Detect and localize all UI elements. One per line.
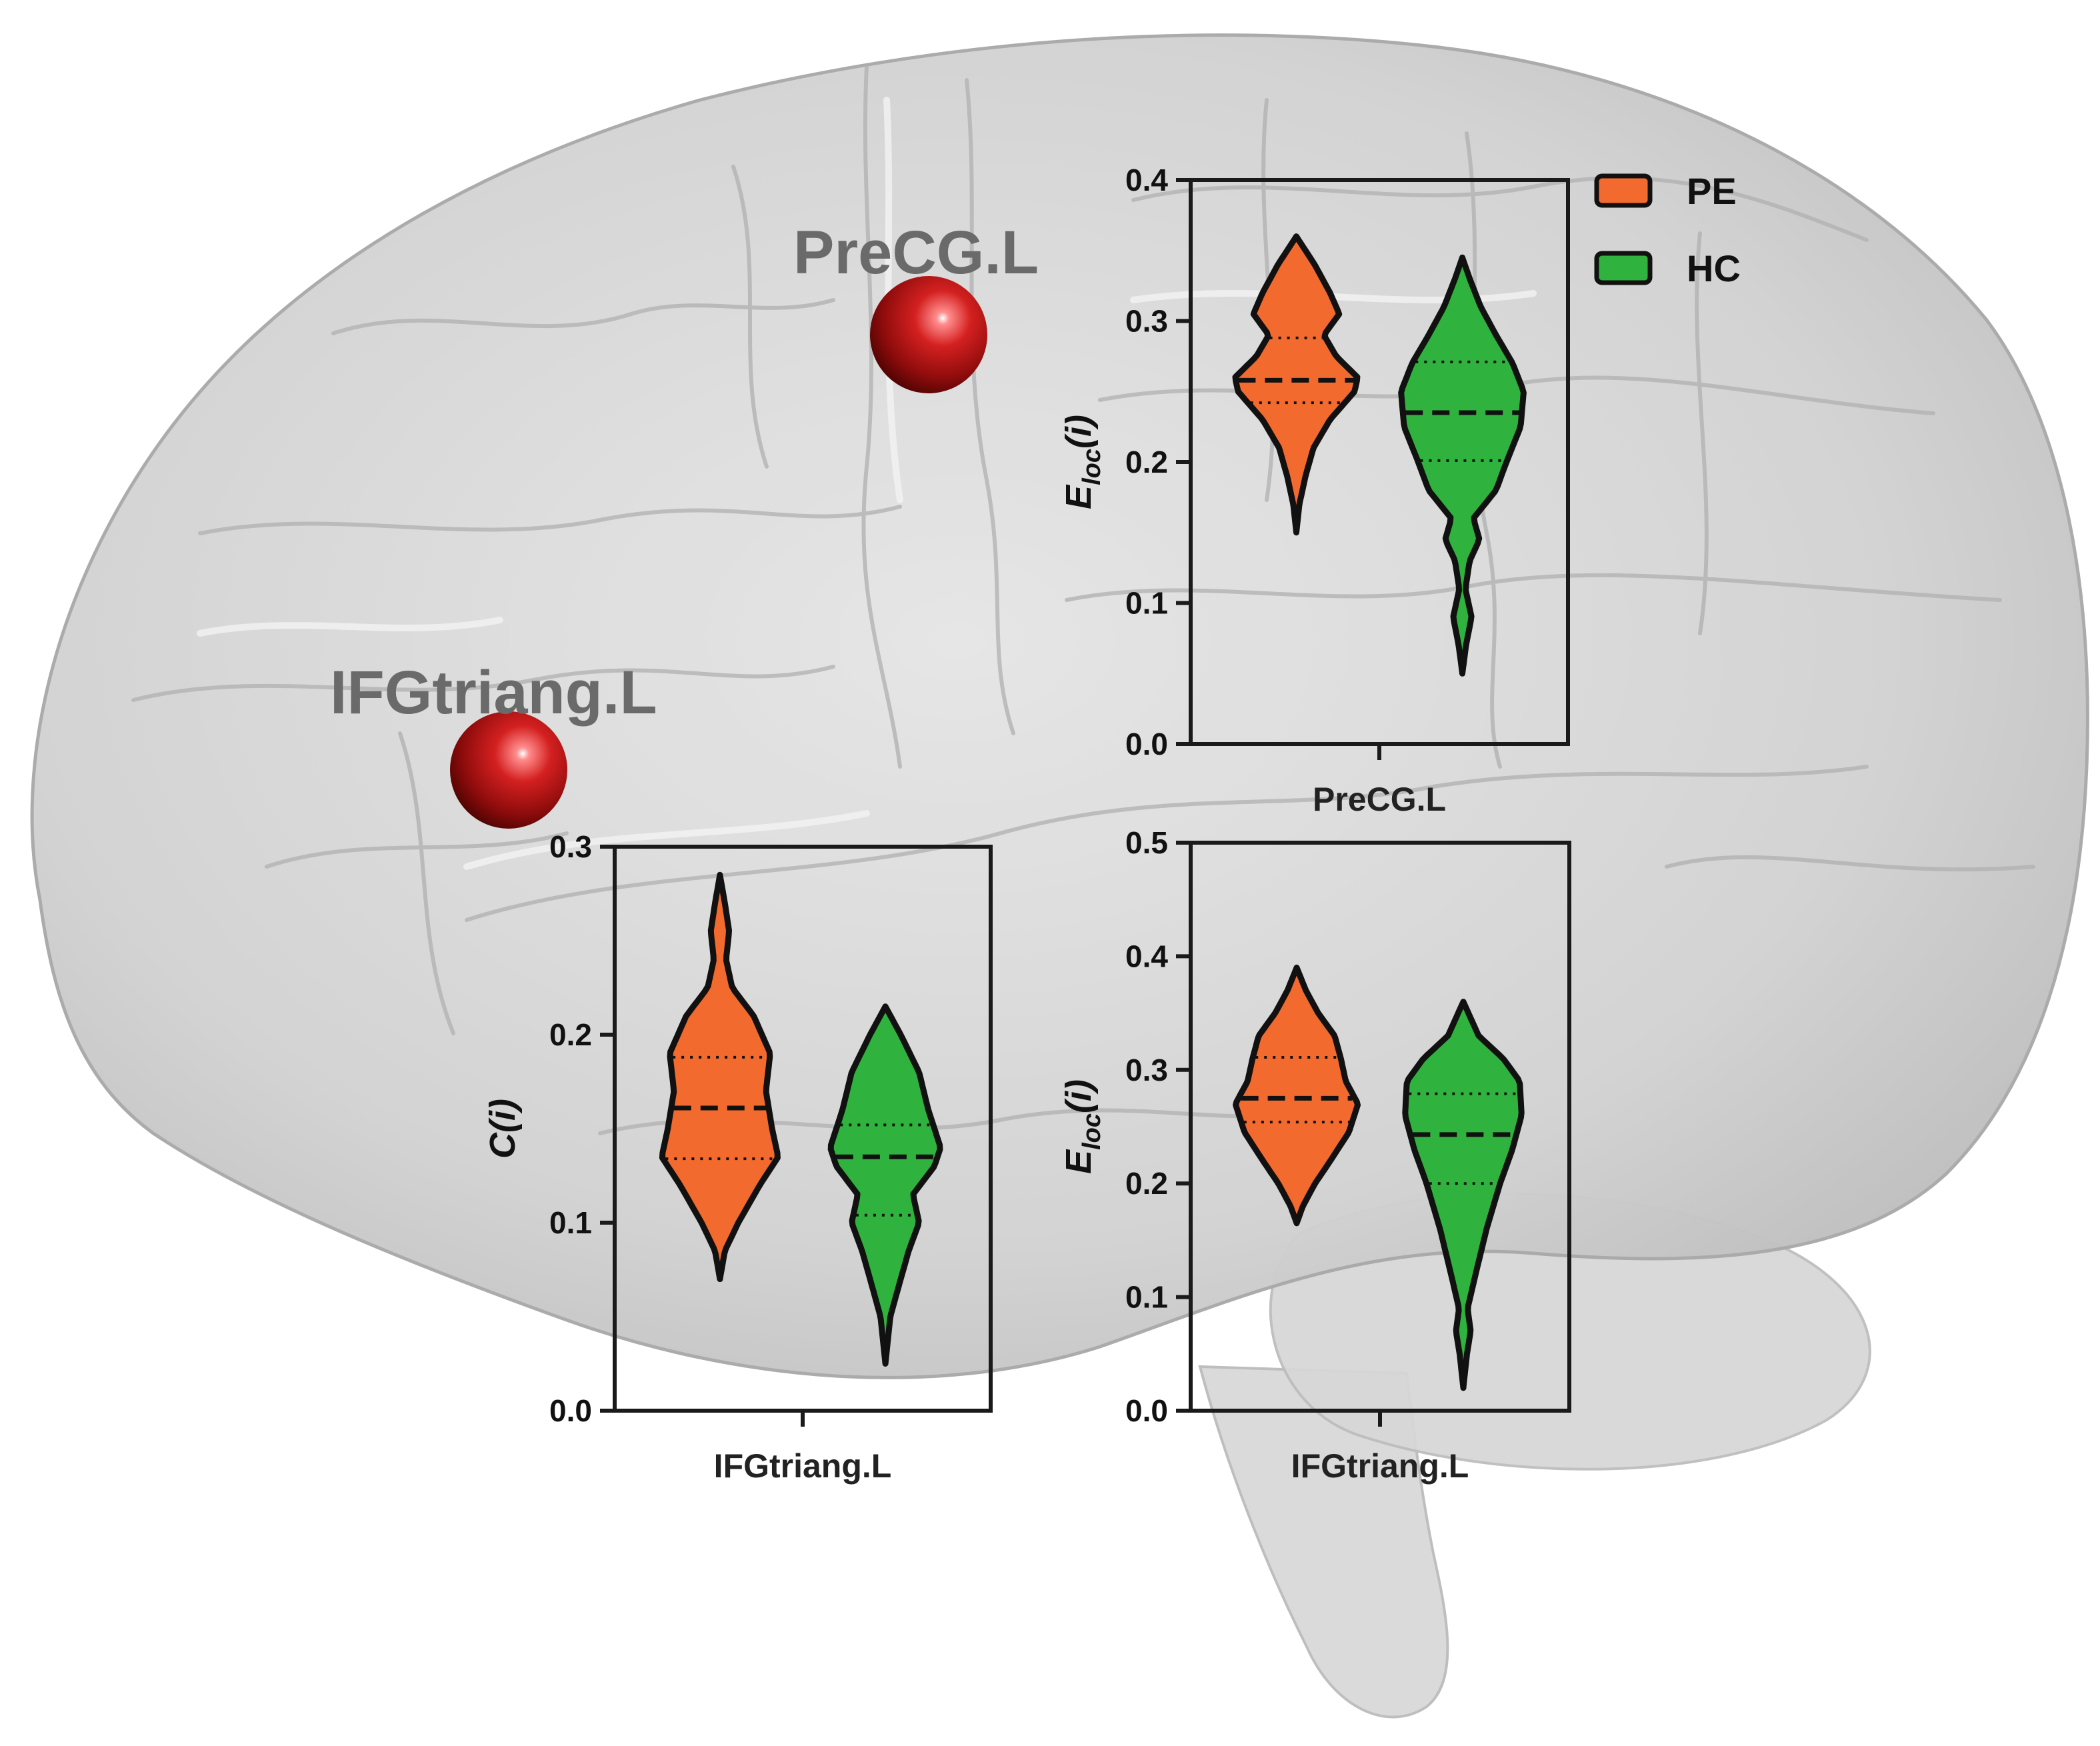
x-category-label: IFGtriang.L: [1291, 1447, 1469, 1485]
y-tick-label: 0.3: [549, 829, 592, 864]
region-label-ifgtriang: IFGtriang.L: [330, 659, 657, 727]
y-tick-label: 0.3: [1125, 304, 1168, 339]
brain-illustration: [30, 33, 2089, 1719]
region-label-precg: PreCG.L: [793, 219, 1039, 287]
y-tick-label: 0.1: [1125, 586, 1168, 621]
y-tick-label: 0.4: [1125, 163, 1168, 197]
legend-label-hc: HC: [1687, 247, 1741, 289]
legend-item-pe: PE: [1594, 170, 1737, 212]
y-tick-label: 0.0: [549, 1393, 592, 1428]
region-marker-ifgtriang: IFGtriang.L: [330, 659, 657, 829]
cerebrum-shape: [30, 33, 2089, 1379]
brainstem-shape: [1198, 1365, 1449, 1719]
x-category-label: PreCG.L: [1313, 781, 1446, 818]
x-category-label: IFGtriang.L: [714, 1447, 892, 1485]
legend-swatch-pe: [1594, 173, 1653, 208]
y-tick-label: 0.1: [549, 1205, 592, 1240]
legend-item-hc: HC: [1594, 247, 1741, 289]
region-sphere: [870, 276, 987, 393]
y-tick-label: 0.4: [1125, 939, 1168, 973]
y-tick-label: 0.2: [1125, 1166, 1168, 1201]
y-tick-label: 0.2: [549, 1017, 592, 1052]
violin-pe: [1232, 233, 1361, 536]
y-axis-label: Eloc(i): [1059, 415, 1106, 509]
brain-gyri-texture: [131, 65, 2035, 1135]
y-axis-label: C(i): [483, 1099, 523, 1159]
y-tick-label: 0.2: [1125, 445, 1168, 479]
y-tick-label: 0.3: [1125, 1053, 1168, 1087]
y-tick-label: 0.0: [1125, 1393, 1168, 1428]
violin-pe: [659, 871, 781, 1283]
region-marker-precg: PreCG.L: [793, 219, 1039, 393]
violin-hc: [827, 1003, 943, 1367]
legend: PE HC: [1594, 170, 1741, 289]
violin-hc: [1398, 254, 1527, 677]
violin-pe: [1233, 964, 1361, 1227]
y-tick-label: 0.5: [1125, 825, 1168, 860]
y-tick-label: 0.0: [1125, 727, 1168, 761]
region-sphere: [450, 711, 567, 829]
legend-swatch-hc: [1594, 251, 1653, 285]
y-axis-label: Eloc(i): [1059, 1079, 1106, 1174]
violin-hc: [1402, 999, 1525, 1391]
y-tick-label: 0.1: [1125, 1280, 1168, 1315]
legend-label-pe: PE: [1687, 170, 1737, 212]
